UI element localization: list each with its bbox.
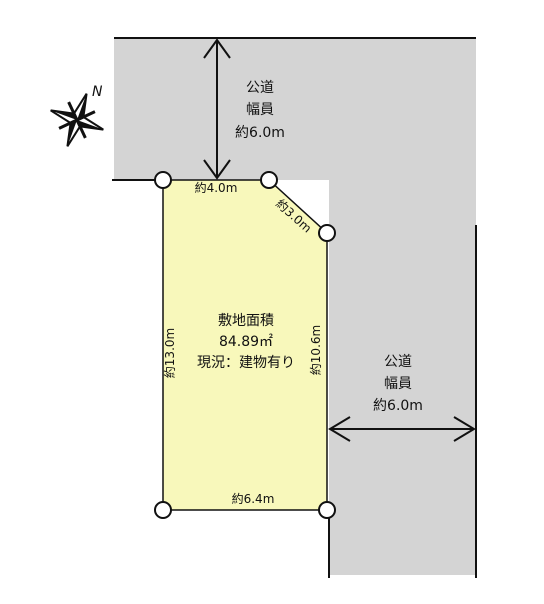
road-east-label-2: 幅員 xyxy=(384,376,412,392)
dim-top: 約4.0m xyxy=(195,180,238,195)
dim-bottom: 約6.4m xyxy=(232,491,275,506)
boundary-marker xyxy=(154,171,172,189)
road-east-width-arrow xyxy=(328,416,476,442)
lot-status: 現況：建物有り xyxy=(197,355,295,371)
boundary-marker xyxy=(260,171,278,189)
road-east-label-1: 公道 xyxy=(384,354,412,370)
dim-right: 約10.6m xyxy=(308,325,323,375)
dim-left: 約13.0m xyxy=(162,328,177,378)
compass-star-icon xyxy=(50,93,104,147)
road-north-label-3: 約6.0m xyxy=(235,125,285,141)
boundary-marker xyxy=(318,224,336,242)
road-north-area xyxy=(114,38,476,180)
compass-north-label: N xyxy=(92,84,103,100)
road-north-label-1: 公道 xyxy=(246,80,274,96)
lot-area-title: 敷地面積 xyxy=(218,313,274,329)
road-east-area xyxy=(329,175,476,575)
road-north-label-2: 幅員 xyxy=(246,102,274,118)
boundary-marker xyxy=(318,501,336,519)
lot-polygon xyxy=(162,179,328,511)
road-north-width-arrow xyxy=(203,38,231,180)
boundary-marker xyxy=(154,501,172,519)
lot-area-value: 84.89㎡ xyxy=(219,334,273,350)
road-east-label-3: 約6.0m xyxy=(373,398,423,414)
